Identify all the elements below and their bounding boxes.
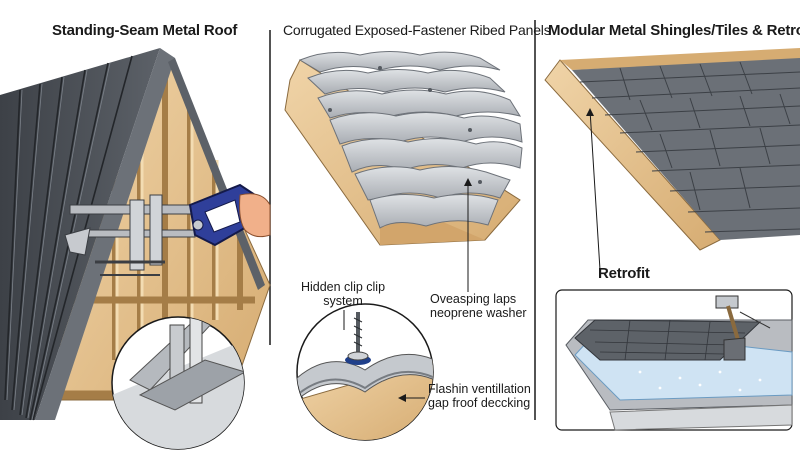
panel-1-title: Standing-Seam Metal Roof bbox=[52, 22, 238, 39]
retrofit-label: Retrofit bbox=[598, 265, 650, 282]
seam-detail-inset bbox=[111, 316, 245, 450]
flashing-line-1: Flashin ventillation bbox=[428, 382, 531, 396]
hammer-icon bbox=[715, 295, 746, 361]
fastener-detail-inset bbox=[296, 303, 434, 441]
hidden-clip-line-2: system bbox=[323, 294, 363, 309]
shingle-grid bbox=[579, 71, 800, 233]
panel-2-title: Corrugated Exposed-Fastener Ribed Panels bbox=[283, 22, 551, 38]
flashing-line-2: gap froof deccking bbox=[428, 396, 531, 411]
overlap-line-1: Oveasping laps bbox=[430, 292, 517, 306]
flashing-callout: Flashin ventillation gap froof deccking bbox=[428, 382, 531, 411]
standing-seam-illustration bbox=[0, 48, 271, 450]
overlap-callout: Oveasping laps neoprene washer bbox=[430, 292, 527, 321]
overlap-line-2: neoprene washer bbox=[430, 306, 527, 321]
metal-shingle-illustration bbox=[544, 48, 800, 431]
panel-3-title: Modular Metal Shingles/Tiles & Retrofit bbox=[548, 22, 800, 39]
hidden-clip-line-1: Hidden clip clip bbox=[300, 280, 386, 294]
screw-icon bbox=[345, 312, 371, 365]
hidden-clip-callout: Hidden clip clip system bbox=[298, 280, 388, 309]
clamp-tool-icon bbox=[64, 183, 257, 276]
hand-icon bbox=[239, 193, 271, 238]
corrugated-panel-illustration bbox=[284, 51, 523, 441]
